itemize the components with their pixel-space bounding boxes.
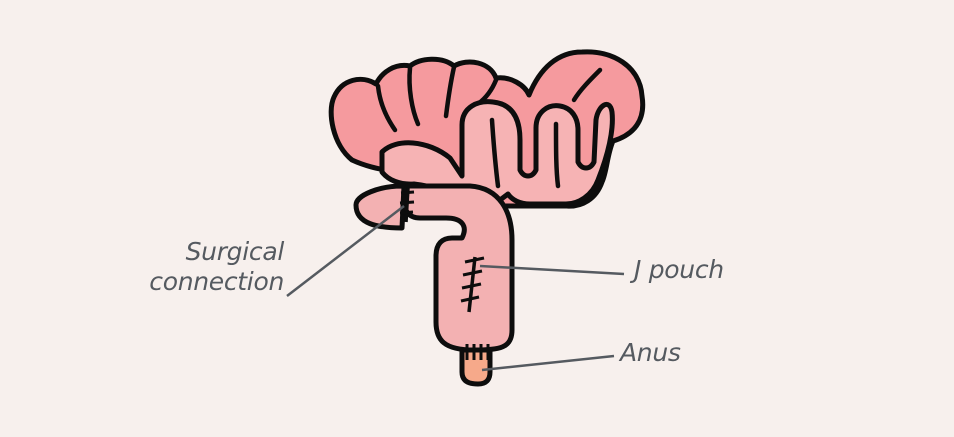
back-fold-line-2	[407, 65, 421, 127]
ileum-loop	[353, 183, 407, 231]
j-pouch-label: J pouch	[634, 255, 724, 284]
anus	[459, 344, 493, 387]
ileum-connector	[353, 183, 407, 231]
front-fold-line-1	[489, 117, 501, 189]
back-fold-line-5	[571, 67, 603, 103]
back-fold-line-3	[443, 64, 457, 119]
j-pouch-leader	[479, 264, 625, 276]
surgical-connection-label: Surgical connection	[149, 237, 284, 297]
anus-shape	[459, 347, 493, 387]
j-pouch-body	[401, 183, 515, 353]
leader-lines	[286, 205, 625, 372]
surgical-connection-leader	[286, 205, 405, 297]
front-fold-line-2	[553, 121, 561, 189]
j-pouch	[401, 183, 515, 353]
anus-label: Anus	[620, 338, 681, 367]
surgical-connection-label-line2: connection	[149, 267, 284, 296]
back-fold-line-1	[375, 83, 398, 133]
anus-leader	[481, 354, 615, 372]
surgical-connection-label-line1: Surgical	[185, 237, 285, 266]
surgical-stitches	[399, 187, 485, 313]
